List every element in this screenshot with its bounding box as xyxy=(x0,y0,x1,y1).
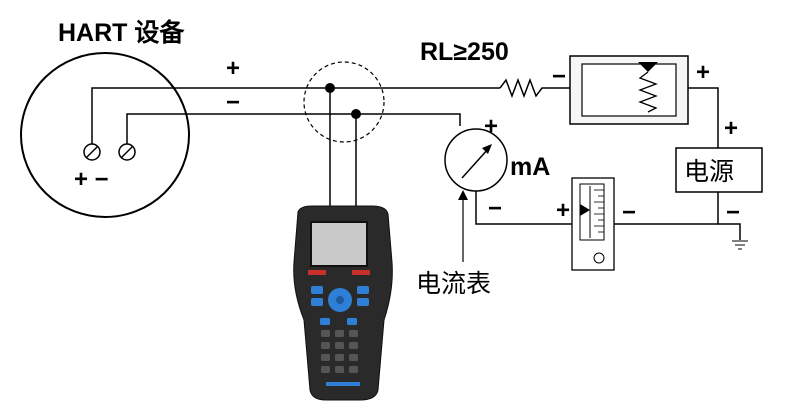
hart-handheld-communicator xyxy=(293,205,393,401)
wire-negative xyxy=(126,113,461,144)
ammeter xyxy=(444,128,508,262)
power-supply-label: 电源 xyxy=(684,157,734,186)
psu-plus-sign: + xyxy=(724,115,738,142)
meter-plus-sign: + xyxy=(556,197,570,224)
ground-lead xyxy=(718,223,741,240)
resistor-plus-sign: + xyxy=(696,59,710,86)
junction-dot-top xyxy=(325,83,335,93)
ammeter-minus-sign: − xyxy=(488,195,502,222)
terminal-screw-minus xyxy=(118,143,136,161)
panel-meter xyxy=(571,177,615,271)
hart-device-enclosure xyxy=(20,52,190,218)
wires xyxy=(91,77,741,240)
terminal-screw-plus xyxy=(83,143,101,161)
ammeter-needle-icon xyxy=(461,147,490,179)
hart-device-label: HART 设备 xyxy=(58,19,185,47)
variable-resistor-icon xyxy=(638,71,658,113)
ammeter-plus-sign: + xyxy=(484,113,498,140)
wire-positive xyxy=(91,87,500,144)
arrow-down-icon xyxy=(638,62,658,72)
junction-dot-bottom xyxy=(351,109,361,119)
ground-icon xyxy=(732,240,748,250)
ammeter-caption: 电流表 xyxy=(416,269,491,298)
pointer-icon xyxy=(580,204,590,216)
knob-icon xyxy=(593,252,605,264)
psu-minus-sign: − xyxy=(726,199,740,226)
wire-ammeter-to-meter xyxy=(475,190,580,225)
hart-top-plus-sign: + xyxy=(226,55,240,82)
handheld-screen xyxy=(310,221,368,267)
power-supply-box xyxy=(675,147,763,193)
resistor-rl-zigzag xyxy=(499,77,578,99)
load-box xyxy=(569,55,689,125)
meter-minus-sign: − xyxy=(622,199,636,226)
hart-top-minus-sign: − xyxy=(226,89,240,116)
hart-terminal-signs: + − xyxy=(74,166,109,193)
load-resistor-label: RL≥250 xyxy=(420,38,509,66)
handheld-keypad xyxy=(321,330,358,373)
wire-box-to-psu xyxy=(686,87,719,148)
ammeter-unit-label: mA xyxy=(510,153,550,181)
connection-point-dashed-circle xyxy=(303,61,385,143)
resistor-minus-sign: − xyxy=(552,63,566,90)
